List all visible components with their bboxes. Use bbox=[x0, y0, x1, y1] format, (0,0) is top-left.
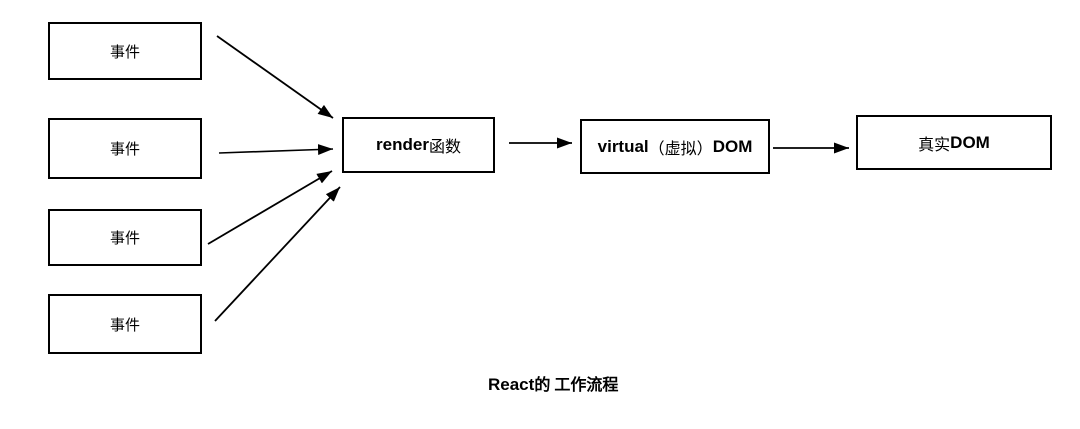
arrow-event3-to-render bbox=[207, 170, 333, 245]
virtual-box-latin-pre-label: virtual bbox=[597, 136, 649, 156]
arrow-event1-to-render bbox=[216, 35, 334, 119]
event-box-1: 事件 bbox=[48, 22, 202, 80]
virtual-box-latin-post-label: DOM bbox=[712, 136, 753, 156]
real-box-latin-label: DOM bbox=[950, 132, 990, 152]
event-box-2: 事件 bbox=[48, 118, 202, 179]
event-box-1-label: 事件 bbox=[109, 44, 140, 61]
render-box-cjk-label: 函数 bbox=[428, 139, 461, 156]
event-box-3-label: 事件 bbox=[109, 231, 140, 247]
arrow-event2-to-render bbox=[218, 144, 334, 156]
event-box-3: 事件 bbox=[48, 209, 202, 266]
render-box-latin-label: render bbox=[376, 135, 429, 154]
real-box-cjk-label: 真实 bbox=[918, 136, 951, 154]
event-box-4: 事件 bbox=[48, 294, 202, 354]
caption-cjk-part: 的 工作流程 bbox=[534, 377, 619, 394]
event-box-4-label: 事件 bbox=[109, 317, 140, 334]
virtual-box-cjk-label: （虚拟） bbox=[648, 140, 713, 158]
arrow-event4-to-render bbox=[214, 186, 341, 322]
caption-latin-part: React bbox=[488, 375, 535, 394]
diagram-caption: React的 工作流程 bbox=[488, 371, 618, 395]
event-box-2-label: 事件 bbox=[109, 142, 140, 158]
virtual-dom-box: virtual（虚拟）DOM bbox=[580, 119, 770, 174]
